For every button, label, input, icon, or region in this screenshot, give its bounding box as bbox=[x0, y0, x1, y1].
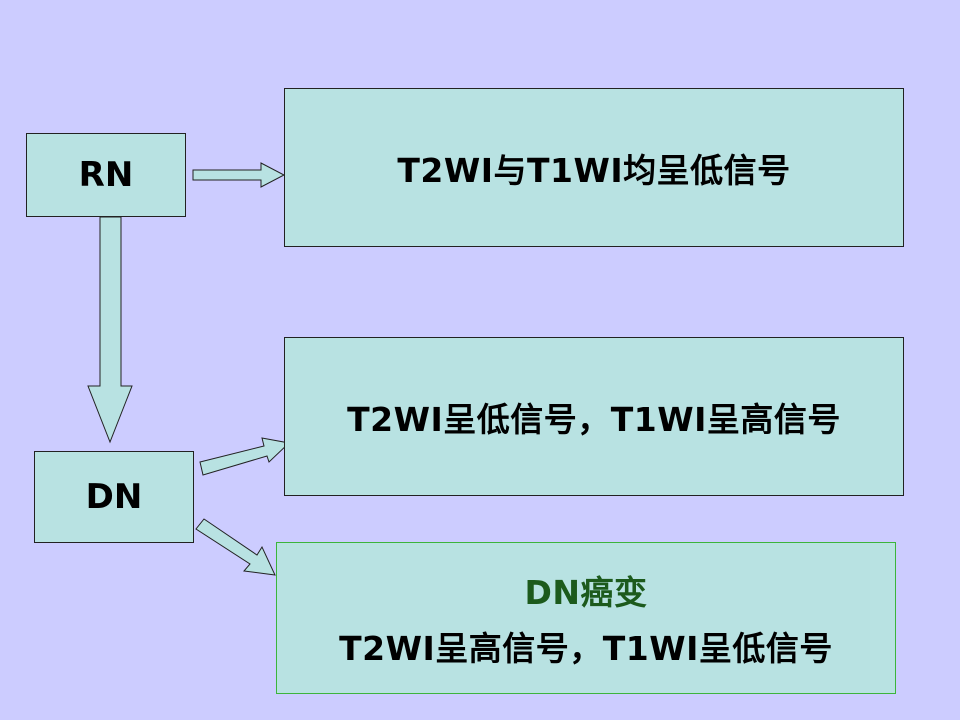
dn-cancer-box: DN癌变 T2WI呈高信号，T1WI呈低信号 bbox=[276, 542, 896, 694]
rn-signal-box: T2WI与T1WI均呈低信号 bbox=[284, 88, 904, 247]
dn-signal-box: T2WI呈低信号，T1WI呈高信号 bbox=[284, 337, 904, 496]
dn-node: DN bbox=[34, 451, 194, 543]
dn-cancer-signal-text: T2WI呈高信号，T1WI呈低信号 bbox=[339, 629, 833, 668]
arrow-dn-to-dn-signal bbox=[199, 437, 291, 476]
rn-node: RN bbox=[26, 133, 186, 217]
arrow-rn-to-rn-signal bbox=[192, 162, 286, 188]
dn-node-label: DN bbox=[85, 477, 143, 517]
arrow-rn-to-dn bbox=[87, 216, 133, 444]
arrow-dn-to-dn-cancer bbox=[195, 518, 276, 576]
dn-cancer-title: DN癌变 bbox=[524, 573, 648, 612]
dn-signal-text: T2WI呈低信号，T1WI呈高信号 bbox=[347, 399, 841, 439]
rn-signal-text: T2WI与T1WI均呈低信号 bbox=[397, 150, 791, 190]
rn-node-label: RN bbox=[78, 155, 134, 195]
